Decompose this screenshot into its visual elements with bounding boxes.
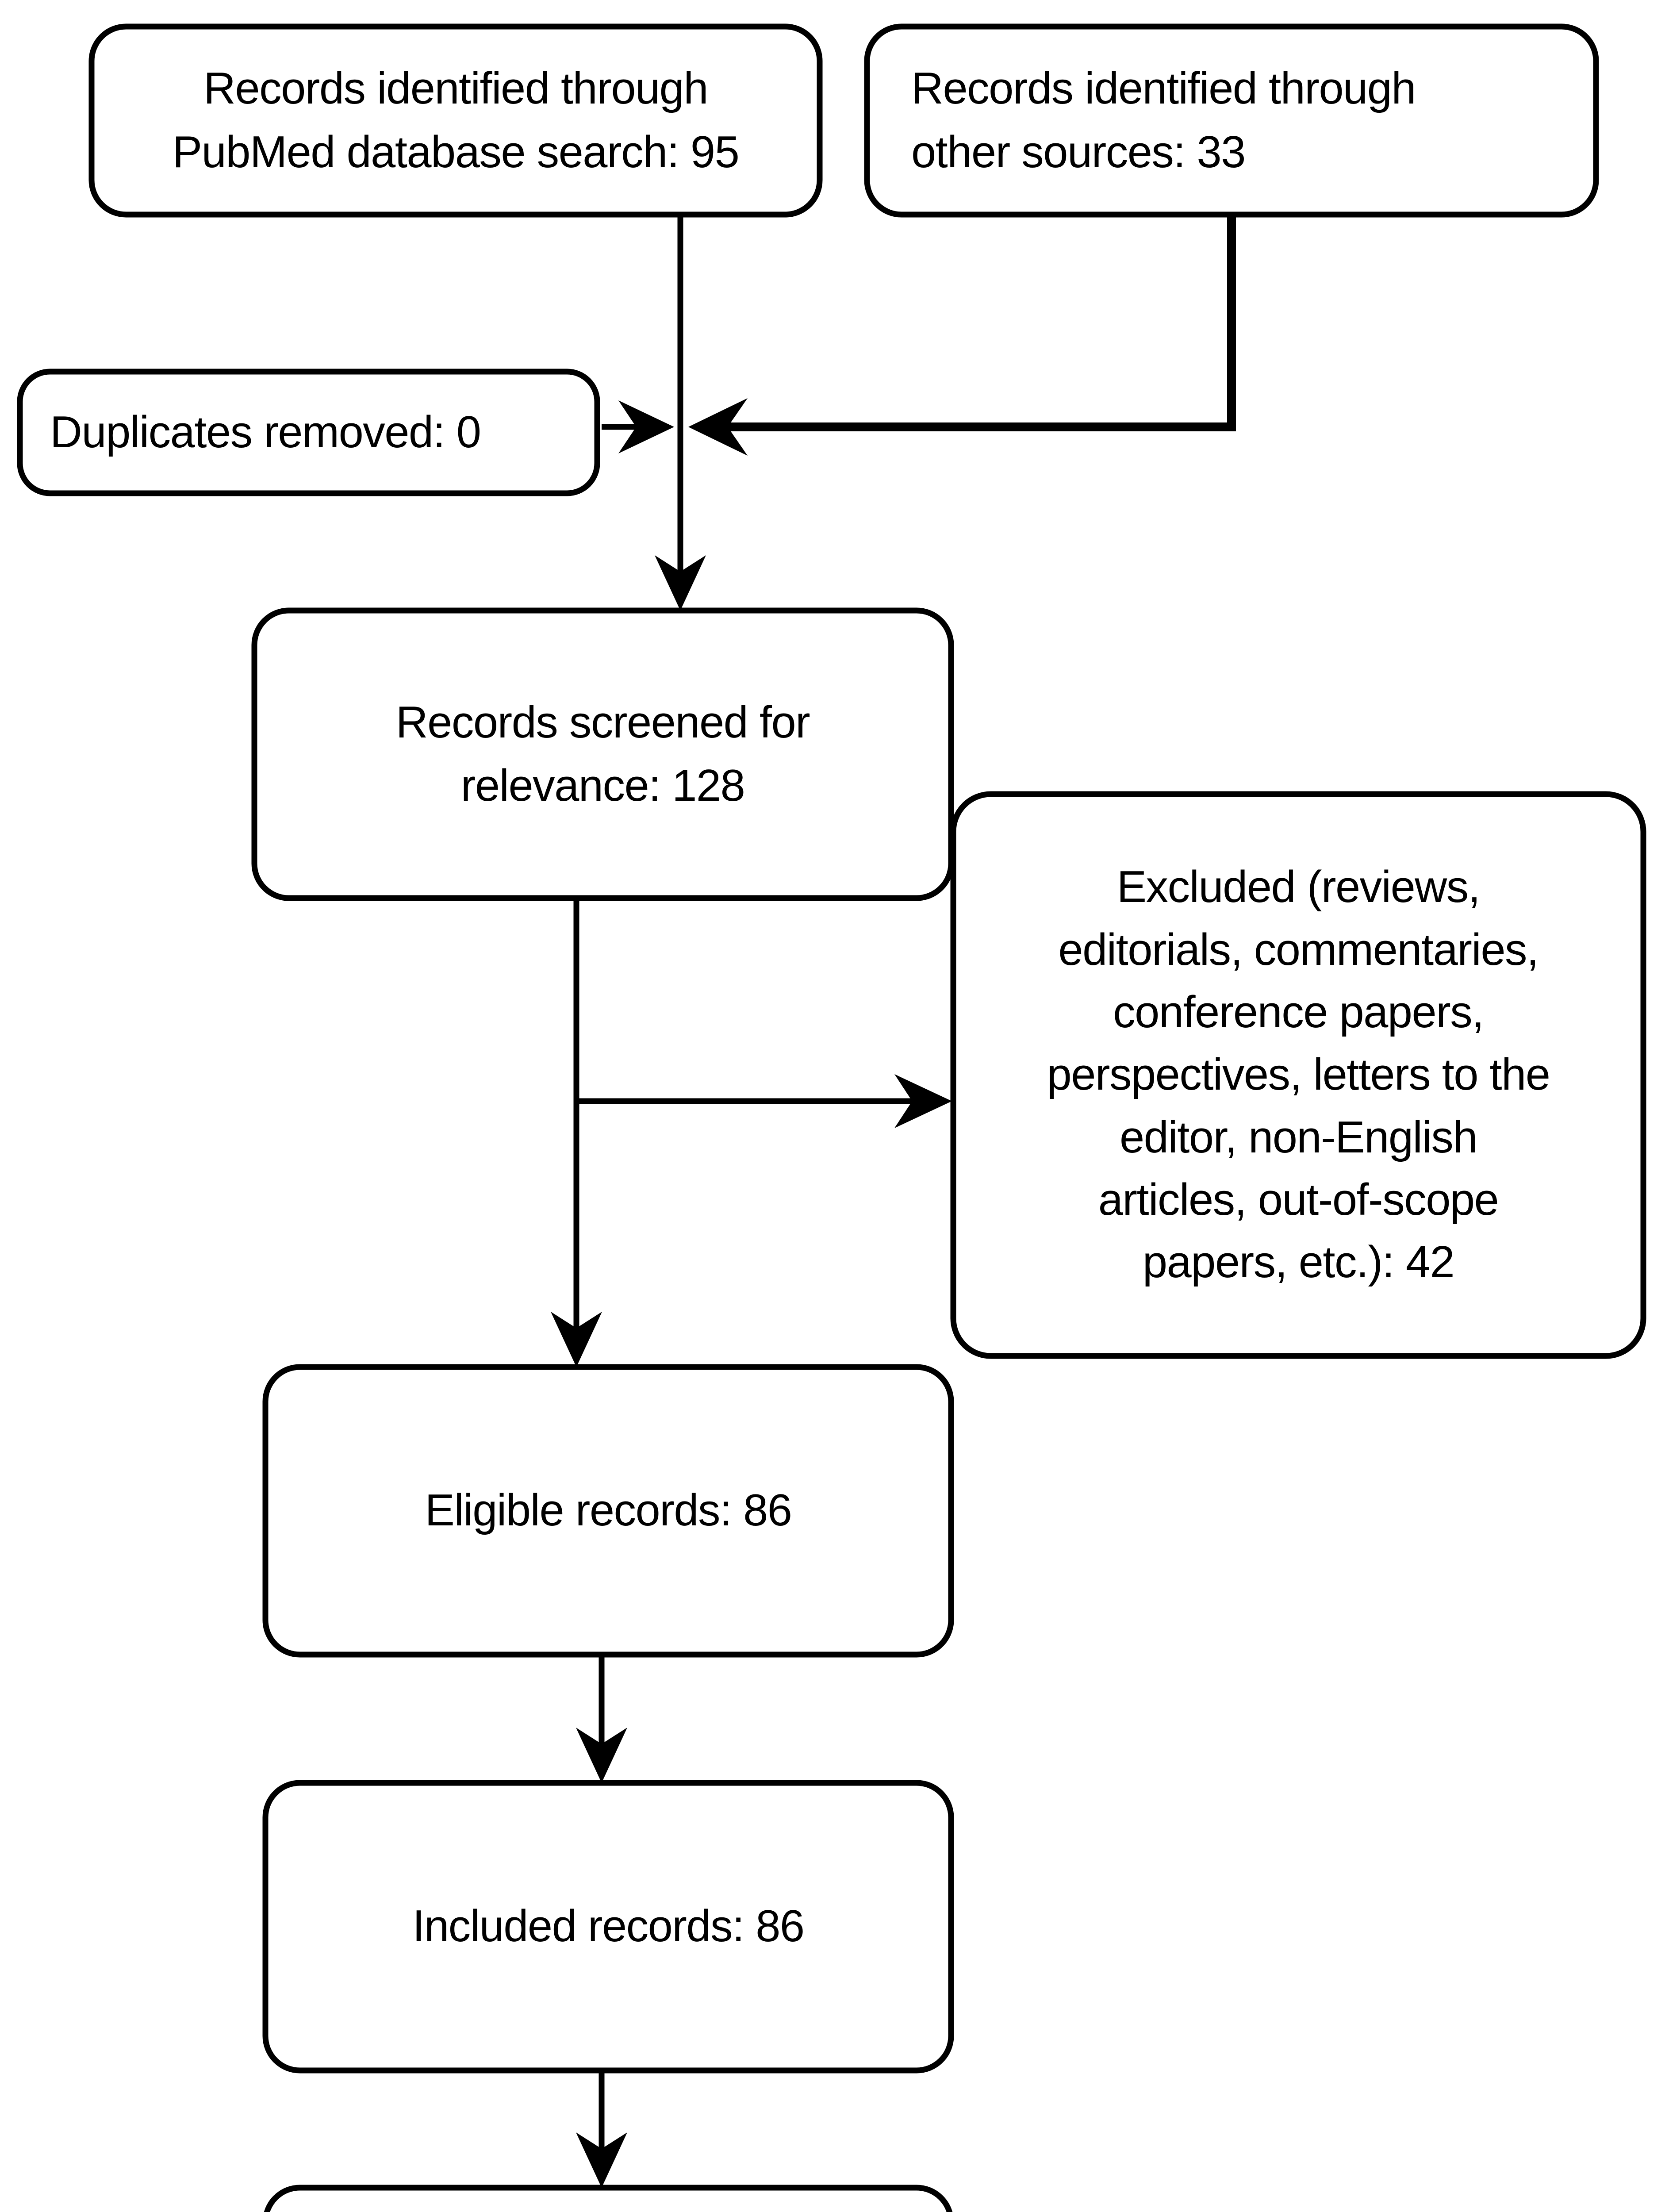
edge-included-to-tabulated-arrowhead — [576, 2132, 627, 2188]
edge-other-to-merge-arrowhead — [688, 398, 748, 456]
node-records-other-shape[interactable] — [864, 23, 1599, 218]
edge-eligible-to-included-arrowhead — [576, 1728, 627, 1783]
node-eligible-records-shape[interactable] — [262, 1364, 954, 1658]
node-included-records-shape[interactable] — [262, 1780, 954, 2074]
node-records-pubmed-shape[interactable] — [88, 23, 823, 218]
node-excluded-shape[interactable] — [950, 791, 1646, 1359]
edge-pubmed-to-screened-arrowhead — [655, 555, 706, 611]
node-tabulated-records-shape[interactable] — [264, 2185, 953, 2212]
edge-screened-to-eligible-arrowhead — [551, 1312, 602, 1367]
node-records-screened-shape[interactable] — [251, 607, 954, 901]
edge-screened-to-excluded-arrowhead — [894, 1074, 952, 1128]
edge-duplicates-to-merge-arrowhead — [618, 400, 674, 453]
edge-other-to-merge-line — [717, 215, 1236, 431]
node-duplicates-removed-shape[interactable] — [17, 369, 600, 496]
